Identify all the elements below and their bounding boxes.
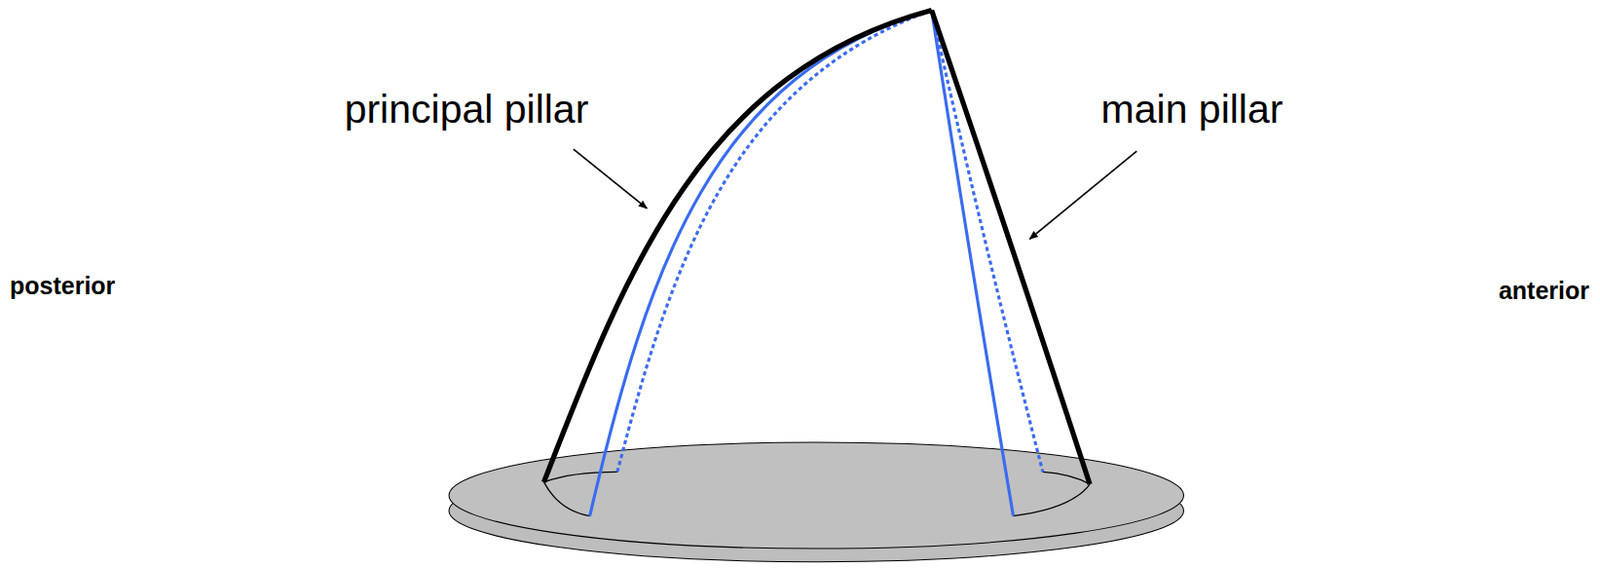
base-outline xyxy=(1012,483,1090,517)
pillar-dotted xyxy=(617,9,932,472)
leader-arrow xyxy=(1029,150,1137,239)
principal-pillar xyxy=(543,9,931,482)
part-label: principal pillar xyxy=(344,87,590,132)
direction-label: anterior xyxy=(1498,277,1590,305)
base-outline xyxy=(543,471,617,482)
base-outline xyxy=(543,482,590,517)
base-disc-upper xyxy=(448,442,1184,549)
base-outline xyxy=(1042,471,1090,484)
pillar-blue xyxy=(931,9,1014,516)
pillar-dotted xyxy=(931,9,1043,472)
leader-arrow xyxy=(573,148,647,209)
part-label: main pillar xyxy=(1101,87,1284,132)
direction-label: posterior xyxy=(9,272,115,300)
main-pillar xyxy=(931,9,1090,484)
